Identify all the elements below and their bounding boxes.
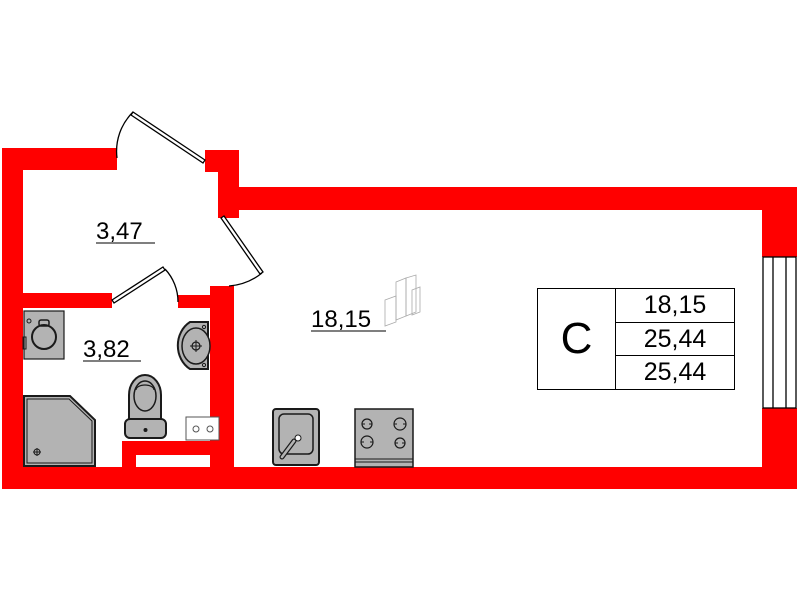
bathroom-door <box>111 266 179 304</box>
window <box>762 256 797 409</box>
wall-right-upper <box>762 187 797 257</box>
area-legend: С 18,15 25,44 25,44 <box>537 288 735 390</box>
radiator <box>384 274 421 327</box>
total-area-value: 25,44 <box>616 321 734 356</box>
wall-main-top <box>218 187 797 210</box>
area-bathroom: 3,82 <box>83 336 130 363</box>
entry-door <box>115 111 206 164</box>
area-hallway: 3,47 <box>96 218 143 245</box>
doors <box>111 111 264 304</box>
wash-basin <box>176 321 211 370</box>
washing-machine <box>22 310 65 360</box>
area-label-hallway: 3,47 <box>96 218 155 245</box>
living-area-value: 18,15 <box>643 290 707 319</box>
kitchen-sink <box>272 408 320 466</box>
walls <box>2 148 797 489</box>
wall-niche-left <box>122 441 136 471</box>
wall-bottom <box>2 467 797 489</box>
socket-box <box>185 416 220 441</box>
total-area-value-2: 25,44 <box>616 355 734 389</box>
area-label-bathroom: 3,82 <box>83 336 141 363</box>
area-label-living: 18,15 <box>311 306 386 333</box>
wall-hallway-top <box>2 148 117 170</box>
area-living-room: 18,15 <box>311 306 371 333</box>
living-room-door <box>220 215 264 287</box>
wall-bath-top-left <box>2 293 112 308</box>
shower-tray <box>23 395 96 467</box>
legend-values: 18,15 25,44 25,44 <box>616 289 734 389</box>
wall-left <box>2 148 23 488</box>
cooktop <box>354 408 414 468</box>
apartment-type: С <box>538 289 616 389</box>
toilet <box>124 374 167 439</box>
wall-niche-top <box>122 441 222 455</box>
